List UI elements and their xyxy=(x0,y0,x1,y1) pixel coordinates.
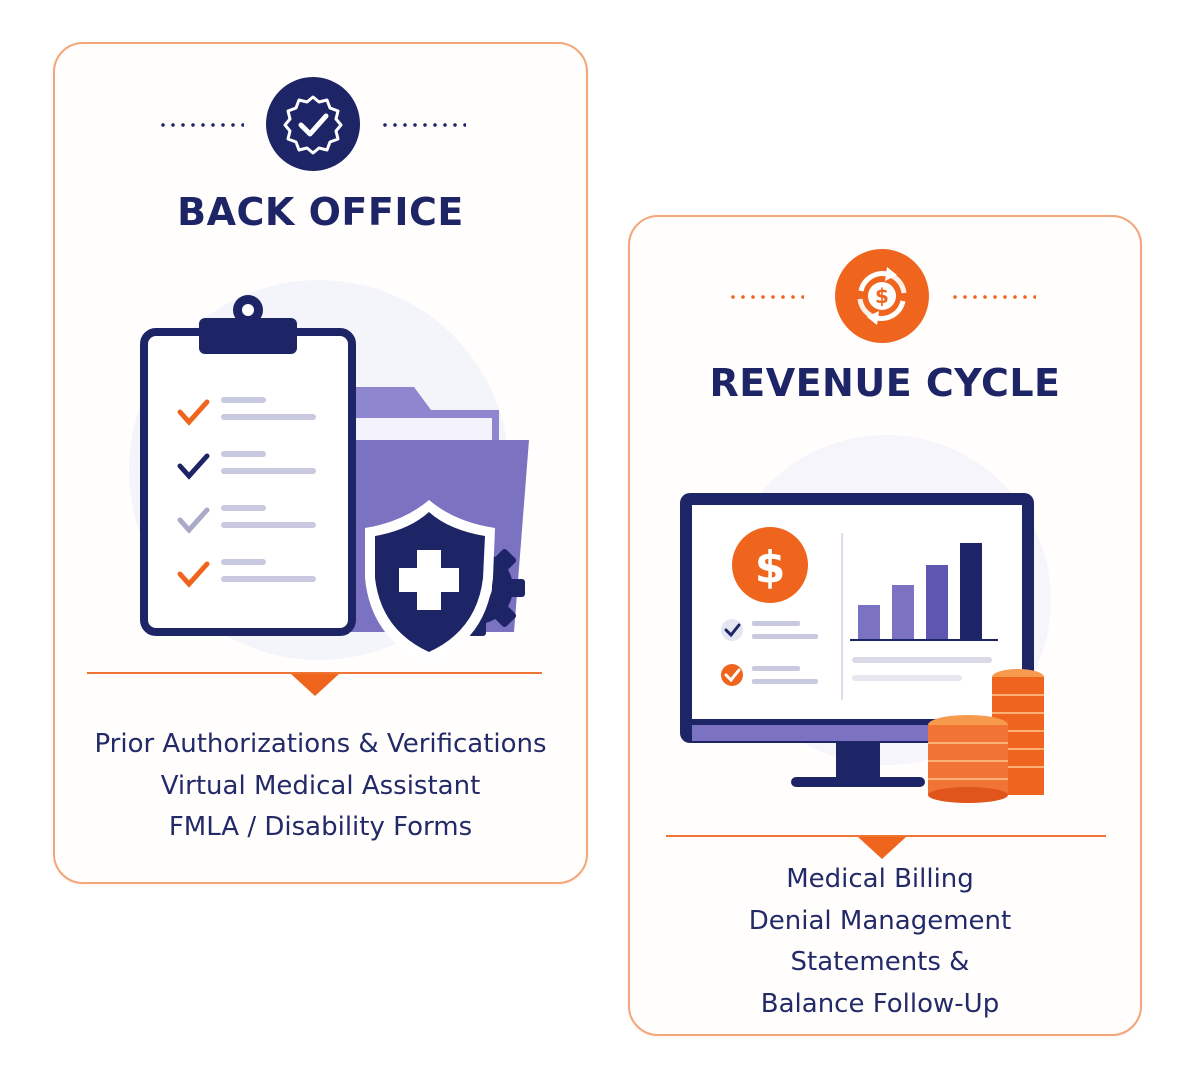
service-list: Medical Billing Denial Management Statem… xyxy=(630,859,1140,1025)
list-item: Medical Billing xyxy=(786,864,974,894)
svg-text:$: $ xyxy=(875,284,889,308)
clipboard-icon xyxy=(140,295,356,636)
list-item: Statements & xyxy=(790,947,970,977)
verified-badge-icon xyxy=(266,77,360,171)
dollar-coin-icon: $ xyxy=(732,527,808,603)
service-list: Prior Authorizations & Verifications Vir… xyxy=(55,724,586,849)
section-divider xyxy=(666,835,1106,837)
list-item: Denial Management xyxy=(748,905,1012,936)
right-dots-divider xyxy=(950,294,1036,300)
left-dots-divider xyxy=(728,294,804,300)
list-item: FMLA / Disability Forms xyxy=(168,812,473,842)
right-dots-divider xyxy=(380,122,466,128)
checklist-icon xyxy=(721,619,818,686)
coin-stack-icon xyxy=(928,669,1044,803)
divider-pointer-icon xyxy=(291,674,339,696)
list-item: Balance Follow-Up xyxy=(760,988,1000,1019)
back-office-illustration xyxy=(129,280,529,660)
dollar-cycle-icon: $ xyxy=(835,249,929,343)
revenue-cycle-card: $ REVENUE CYCLE $ xyxy=(628,215,1142,1036)
svg-text:$: $ xyxy=(755,542,786,593)
card-title: BACK OFFICE xyxy=(177,190,464,234)
list-item: Prior Authorizations & Verifications xyxy=(94,729,547,759)
shield-cross-icon xyxy=(365,500,495,660)
back-office-card: BACK OFFICE xyxy=(53,42,588,884)
list-item: Virtual Medical Assistant xyxy=(160,770,481,801)
left-dots-divider xyxy=(158,122,244,128)
section-divider xyxy=(87,672,542,674)
card-title: REVENUE CYCLE xyxy=(709,361,1061,405)
bar-chart-icon xyxy=(850,543,998,681)
divider-pointer-icon xyxy=(858,837,906,859)
revenue-cycle-illustration: $ xyxy=(680,435,1051,803)
